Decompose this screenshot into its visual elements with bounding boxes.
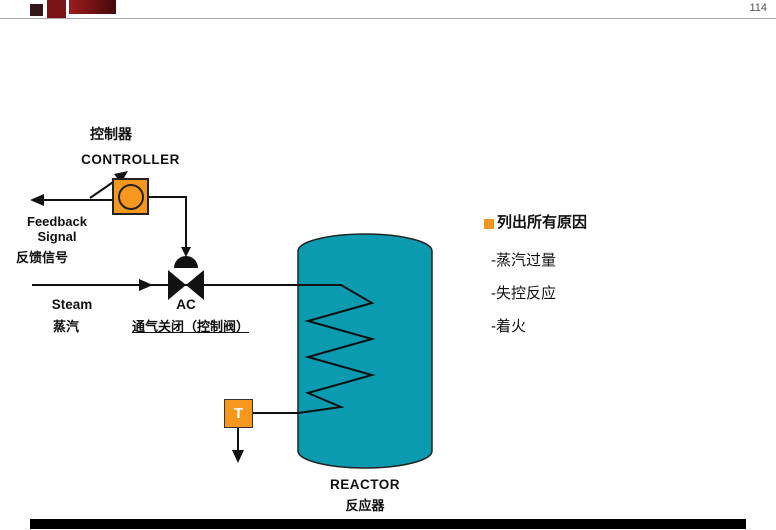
reactor-coil — [297, 284, 376, 414]
valve-signal-arrow-icon — [181, 247, 191, 257]
temperature-sensor-label: T — [233, 405, 244, 422]
valve-actuator-dome-icon — [174, 256, 198, 268]
temperature-sensor: T — [224, 399, 253, 428]
note-item: -蒸汽过量 — [491, 252, 556, 269]
steam-arrow-icon — [139, 279, 153, 291]
top-divider-line — [0, 18, 776, 19]
note-item: -着火 — [491, 318, 526, 335]
valve-label-cn: 通气关闭（控制阀） — [132, 319, 250, 334]
down-arrow-icon — [232, 450, 244, 463]
reactor-label-cn: 反应器 — [345, 498, 385, 513]
deco-red-bar — [69, 0, 116, 14]
controller-label-cn: 控制器 — [90, 126, 132, 142]
controller-instrument — [112, 178, 149, 215]
feedback-arrow-icon — [30, 194, 44, 206]
bullet-square-icon — [484, 219, 494, 229]
notes-title: 列出所有原因 — [497, 214, 588, 231]
page-number: 114 — [749, 2, 767, 14]
controller-actuator-arrow-icon — [114, 171, 128, 183]
feedback-signal-label: Feedback Signal — [18, 214, 96, 244]
note-item: -失控反应 — [491, 285, 556, 302]
deco-dark-square — [30, 4, 43, 16]
deco-maroon-square — [47, 0, 66, 18]
reactor-label-en: REACTOR — [329, 477, 400, 492]
controller-to-valve-line — [149, 196, 187, 249]
feedback-label-line1: Feedback — [27, 214, 87, 229]
controller-label-en: CONTROLLER — [81, 152, 180, 167]
steam-label-cn: 蒸汽 — [53, 319, 80, 334]
reactor-vessel — [297, 233, 433, 469]
steam-label-en: Steam — [51, 297, 93, 312]
controller-circle-icon — [117, 183, 144, 210]
feedback-label-line2: Signal — [37, 229, 77, 244]
valve-label-ac: AC — [176, 297, 196, 312]
feedback-label-cn: 反馈信号 — [16, 250, 69, 265]
bottom-bar — [30, 519, 746, 529]
